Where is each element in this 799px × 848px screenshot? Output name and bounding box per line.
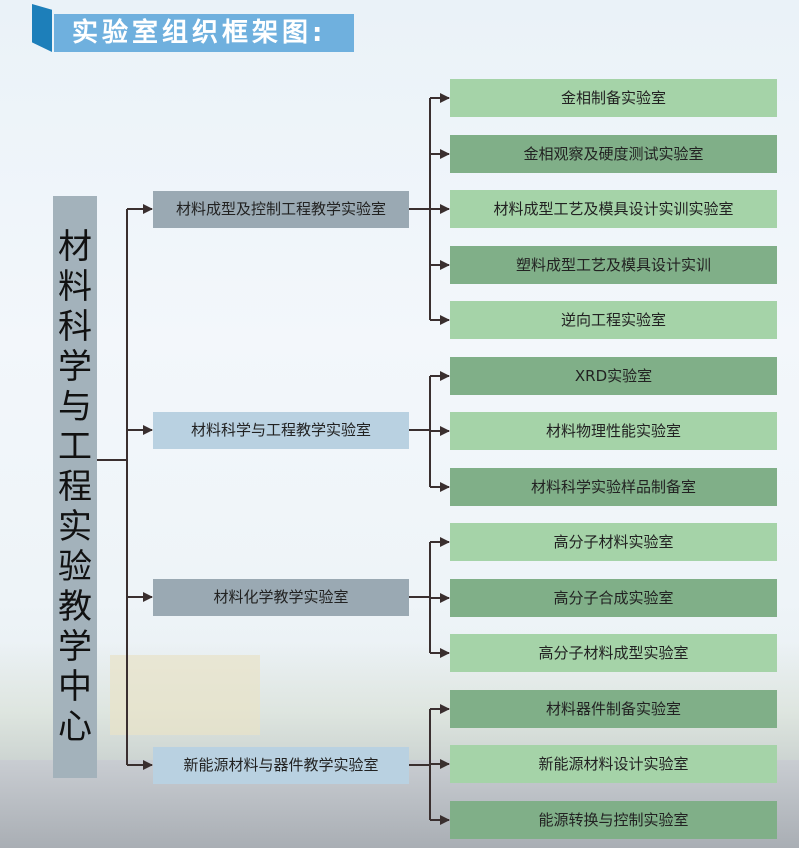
root-label-char: 工 xyxy=(58,427,92,467)
lab-node: XRD实验室 xyxy=(450,357,777,395)
lab-node: 高分子材料实验室 xyxy=(450,523,777,561)
root-label-char: 学 xyxy=(58,347,92,387)
page-title: 实验室组织框架图: xyxy=(54,14,354,52)
root-label-char: 中 xyxy=(58,667,92,707)
title-tab-decoration xyxy=(32,4,52,52)
lab-node: 材料物理性能实验室 xyxy=(450,412,777,450)
lab-node: 金相观察及硬度测试实验室 xyxy=(450,135,777,173)
root-label-char: 验 xyxy=(58,547,92,587)
lab-node: 材料成型工艺及模具设计实训实验室 xyxy=(450,190,777,228)
group-node: 材料成型及控制工程教学实验室 xyxy=(153,191,409,228)
group-node: 材料化学教学实验室 xyxy=(153,579,409,616)
background-building xyxy=(110,655,260,735)
root-label-char: 实 xyxy=(58,507,92,547)
root-label-char: 学 xyxy=(58,627,92,667)
group-node: 新能源材料与器件教学实验室 xyxy=(153,747,409,784)
lab-node: 高分子合成实验室 xyxy=(450,579,777,617)
root-label-char: 程 xyxy=(58,467,92,507)
root-label-char: 与 xyxy=(58,387,92,427)
lab-node: 新能源材料设计实验室 xyxy=(450,745,777,783)
root-label-char: 材 xyxy=(58,227,92,267)
group-node: 材料科学与工程教学实验室 xyxy=(153,412,409,449)
lab-node: 材料器件制备实验室 xyxy=(450,690,777,728)
lab-node: 塑料成型工艺及模具设计实训 xyxy=(450,246,777,284)
lab-node: 材料科学实验样品制备室 xyxy=(450,468,777,506)
root-label-char: 料 xyxy=(58,267,92,307)
lab-node: 逆向工程实验室 xyxy=(450,301,777,339)
lab-node: 能源转换与控制实验室 xyxy=(450,801,777,839)
root-label-char: 教 xyxy=(58,587,92,627)
root-label-char: 心 xyxy=(58,707,92,747)
lab-node: 金相制备实验室 xyxy=(450,79,777,117)
root-node: 材料科学与工程实验教学中心 xyxy=(53,196,97,778)
lab-node: 高分子材料成型实验室 xyxy=(450,634,777,672)
root-label-char: 科 xyxy=(58,307,92,347)
